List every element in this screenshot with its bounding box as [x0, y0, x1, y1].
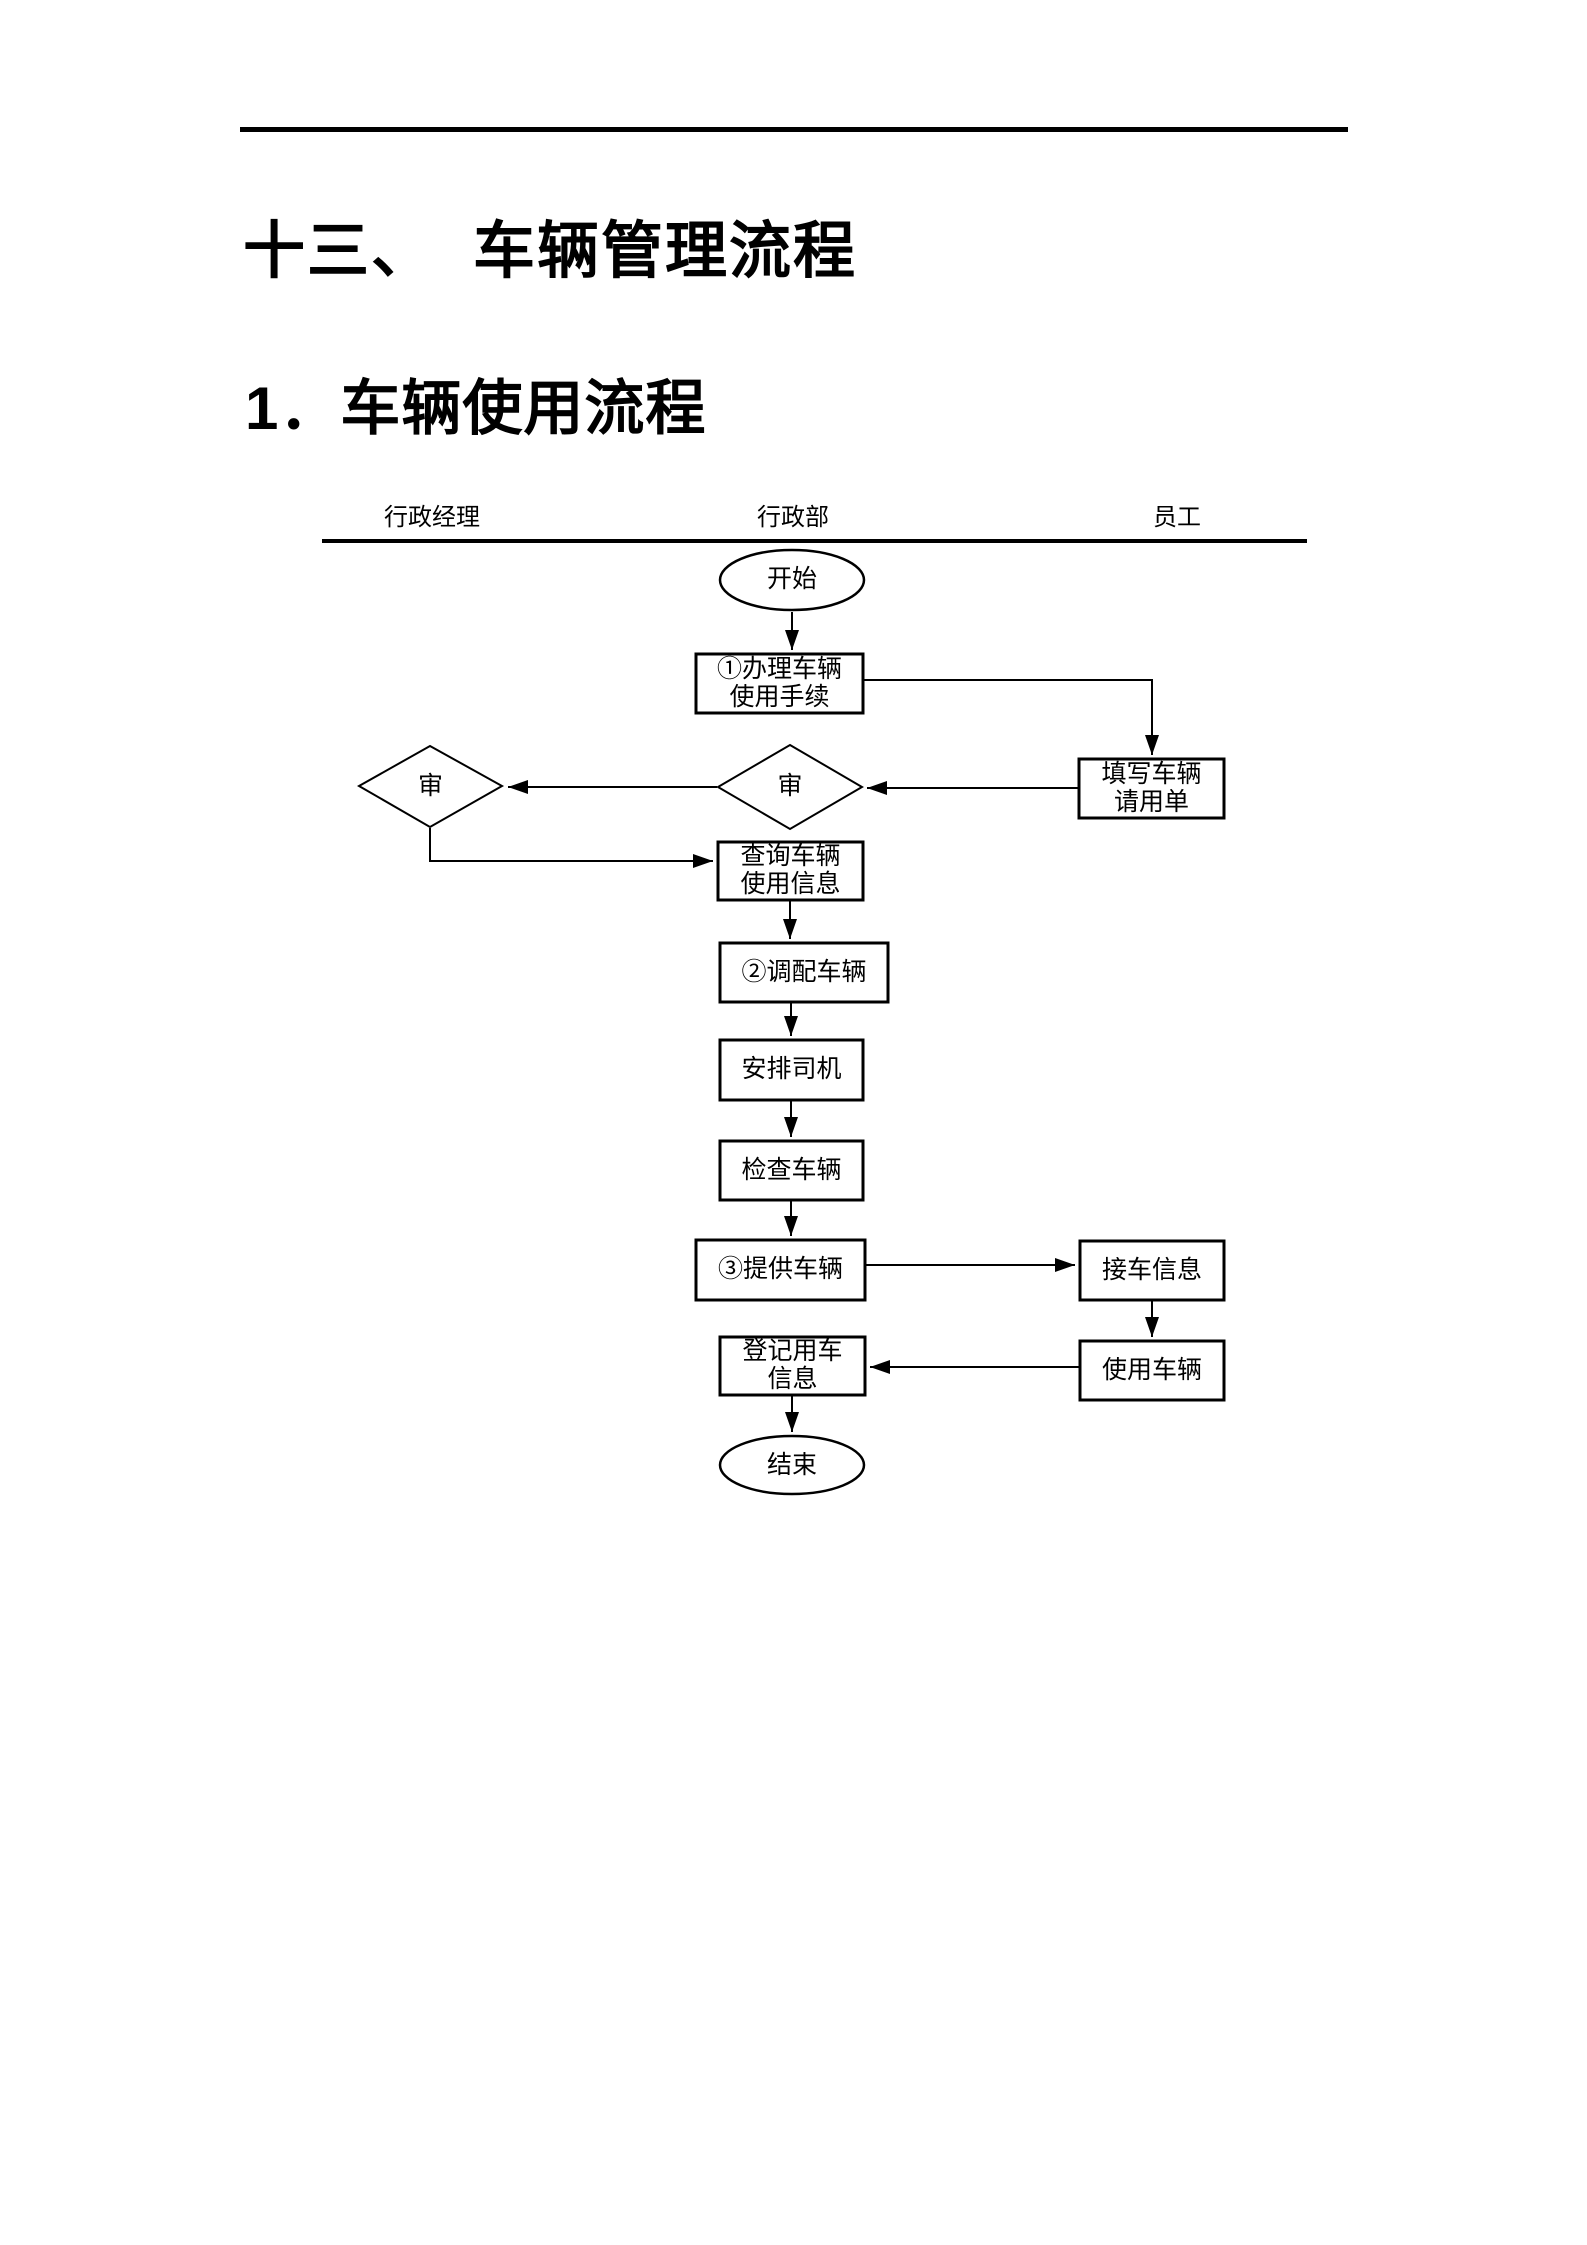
subsection-heading: 1．车辆使用流程 — [245, 375, 707, 442]
allocate-vehicle-box — [718, 941, 890, 1004]
register-usage-label: 登记用车 信息 — [742, 1338, 843, 1393]
handle-procedure-box — [694, 652, 865, 715]
register-usage-box — [718, 1335, 867, 1397]
section-number: 十三、 — [243, 217, 436, 286]
review-manager-label: 审 — [417, 772, 443, 800]
end-label: 结束 — [766, 1451, 817, 1479]
header-rule — [240, 127, 1348, 132]
inspect-vehicle-box — [718, 1139, 865, 1202]
review-dept-diamond — [716, 743, 864, 831]
arrange-driver-label: 安排司机 — [741, 1056, 842, 1083]
start-label: 开始 — [766, 566, 817, 593]
handle-procedure-label: ①办理车辆 使用手续 — [716, 655, 842, 711]
lane-separator-rule — [322, 539, 1307, 543]
edge-review-manager-to-query — [429, 828, 713, 868]
provide-vehicle-label: ③提供车辆 — [717, 1256, 843, 1283]
review-manager-diamond — [356, 744, 505, 829]
section-title: 车辆管理流程 — [473, 217, 858, 286]
query-info-label: 查询车辆 使用信息 — [740, 843, 841, 898]
receive-info-box — [1078, 1239, 1226, 1302]
receive-info-label: 接车信息 — [1101, 1256, 1202, 1284]
allocate-vehicle-label: ②调配车辆 — [741, 958, 867, 986]
provide-vehicle-box — [694, 1238, 867, 1302]
fill-form-label: 填写车辆 请用单 — [1101, 760, 1202, 816]
lane-header-employee: 员工 — [1153, 504, 1201, 531]
section-heading: 十三、车辆管理流程 — [243, 217, 858, 286]
use-vehicle-label: 使用车辆 — [1101, 1356, 1202, 1384]
query-info-box — [716, 840, 865, 902]
start-terminator-shape — [718, 548, 866, 612]
lane-header-admin-manager: 行政经理 — [384, 504, 480, 531]
fill-form-box — [1077, 757, 1226, 820]
inspect-vehicle-label: 检查车辆 — [741, 1156, 842, 1184]
end-terminator-shape — [718, 1434, 866, 1496]
use-vehicle-box — [1078, 1339, 1226, 1402]
lane-header-admin-dept: 行政部 — [757, 504, 829, 531]
arrange-driver-box — [718, 1038, 865, 1102]
edge-handle-to-fillform — [863, 679, 1159, 755]
review-dept-label: 审 — [777, 773, 803, 800]
